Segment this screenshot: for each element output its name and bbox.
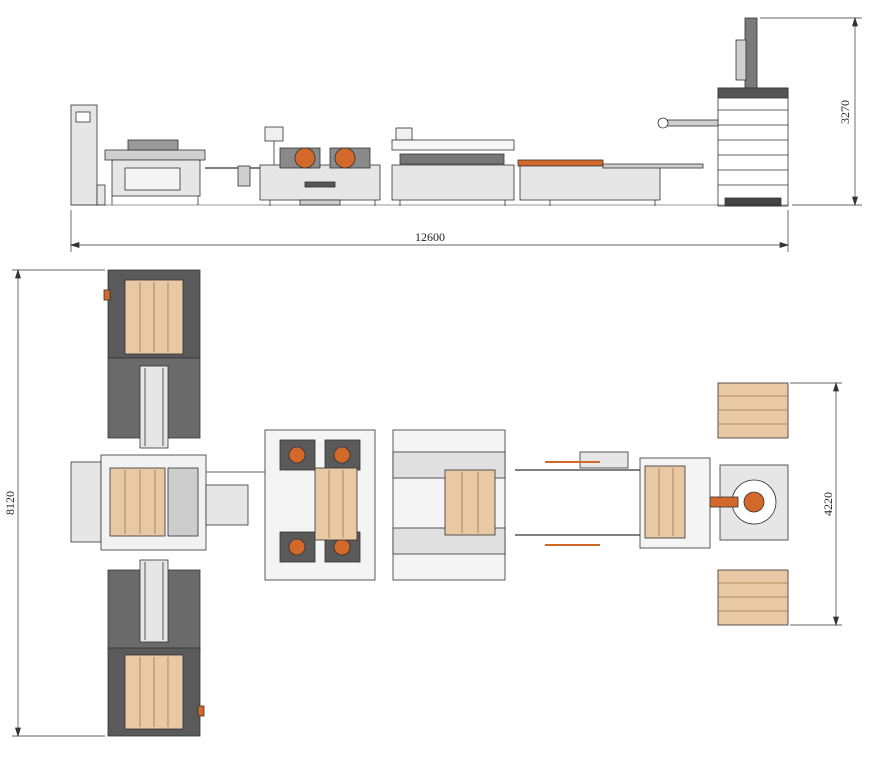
side-station-1 bbox=[104, 139, 206, 205]
cabinet-screen bbox=[75, 111, 91, 123]
plan-exit-cell bbox=[639, 457, 789, 549]
side-station-4 bbox=[517, 159, 704, 206]
cabinet-base bbox=[96, 184, 106, 206]
side-conveyor-post bbox=[237, 165, 251, 187]
plan-finished-stack-top bbox=[717, 382, 789, 439]
dim-plan-width-label: 8120 bbox=[3, 491, 17, 515]
dim-overall-length bbox=[69, 210, 790, 252]
plan-nailing-station-2 bbox=[392, 429, 506, 581]
plan-finished-stack-bottom bbox=[717, 569, 789, 626]
side-elevation bbox=[70, 17, 789, 207]
dim-plan-width bbox=[12, 268, 105, 738]
plan-view bbox=[70, 269, 789, 737]
dim-overall-length-label: 12600 bbox=[415, 230, 445, 244]
plan-lower-stacker bbox=[107, 559, 205, 737]
plan-upper-stacker bbox=[103, 269, 201, 449]
dim-stack-span-label: 4220 bbox=[821, 492, 835, 516]
side-station-3 bbox=[391, 127, 515, 206]
side-station-2 bbox=[259, 126, 381, 206]
plan-transfer-conveyor bbox=[515, 451, 650, 546]
dim-side-height bbox=[760, 16, 862, 207]
dim-side-height-label: 3270 bbox=[838, 100, 852, 124]
dim-stack-span bbox=[790, 381, 842, 627]
plan-central-feeder bbox=[70, 454, 265, 551]
side-robot-stacker bbox=[657, 17, 789, 207]
plan-nailing-station-1 bbox=[264, 429, 376, 581]
